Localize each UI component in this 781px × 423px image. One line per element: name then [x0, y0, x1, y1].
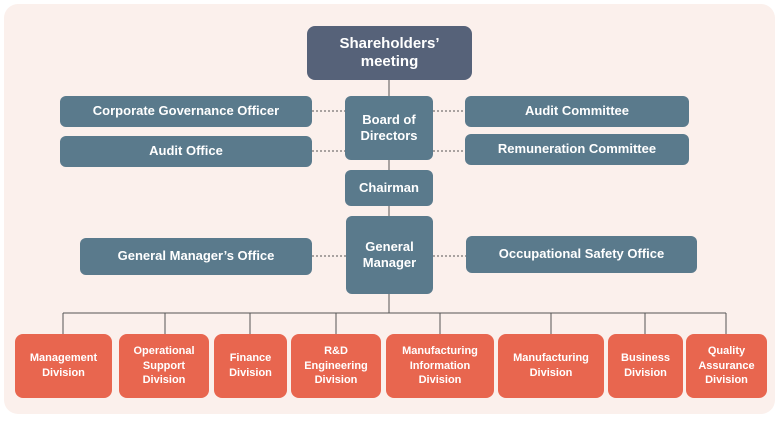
- occupational-safety-office-box: Occupational Safety Office: [466, 236, 697, 273]
- division-box-finance: Finance Division: [214, 334, 287, 398]
- audit-committee-box: Audit Committee: [465, 96, 689, 127]
- division-box-management: Management Division: [15, 334, 112, 398]
- division-box-business: Business Division: [608, 334, 683, 398]
- corporate-governance-officer-box: Corporate Governance Officer: [60, 96, 312, 127]
- remuneration-committee-box: Remuneration Committee: [465, 134, 689, 165]
- shareholders-meeting-box: Shareholders’ meeting: [307, 26, 472, 80]
- division-box-manufacturing-information: Manufacturing Information Division: [386, 334, 494, 398]
- audit-office-box: Audit Office: [60, 136, 312, 167]
- chairman-box: Chairman: [345, 170, 433, 206]
- division-box-quality-assurance: Quality Assurance Division: [686, 334, 767, 398]
- general-manager-box: General Manager: [346, 216, 433, 294]
- division-box-operational-support: Operational Support Division: [119, 334, 209, 398]
- division-box-rd-engineering: R&D Engineering Division: [291, 334, 381, 398]
- board-of-directors-box: Board of Directors: [345, 96, 433, 160]
- general-managers-office-box: General Manager’s Office: [80, 238, 312, 275]
- division-box-manufacturing: Manufacturing Division: [498, 334, 604, 398]
